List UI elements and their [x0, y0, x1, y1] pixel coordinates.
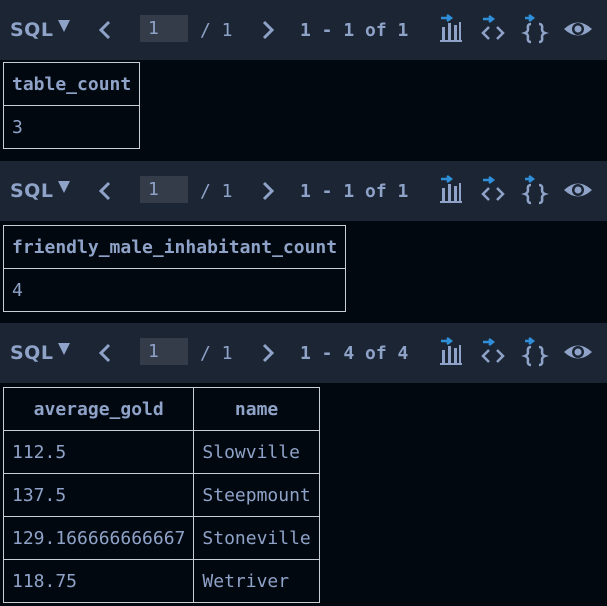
table-row: 4: [2, 268, 347, 312]
row-range-text: 1 - 1 of 1: [300, 180, 409, 202]
table-header-row: friendly_male_inhabitant_count: [2, 225, 347, 269]
table-row: 3: [2, 105, 141, 149]
page-total: / 1: [200, 180, 233, 202]
table-cell[interactable]: Steepmount: [193, 473, 320, 517]
table-cell[interactable]: Stoneville: [193, 516, 320, 560]
page-number-input[interactable]: [140, 338, 188, 365]
code-icon[interactable]: [479, 337, 507, 367]
result-toolbar-2: SQL / 1 1 - 1 of 1: [0, 161, 607, 221]
table-cell[interactable]: Wetriver: [193, 559, 320, 603]
column-header[interactable]: name: [193, 387, 320, 431]
result-toolbar-1: SQL / 1 1 - 1 of 1: [0, 0, 607, 60]
result-toolbar-3: SQL / 1 1 - 4 of 4: [0, 323, 607, 383]
json-icon[interactable]: [521, 175, 549, 205]
page-number-input[interactable]: [140, 15, 188, 42]
code-icon[interactable]: [479, 175, 507, 205]
table-header-row: average_gold name: [2, 387, 320, 431]
caret-down-icon[interactable]: [58, 181, 70, 193]
page-total: / 1: [200, 19, 233, 41]
column-header[interactable]: friendly_male_inhabitant_count: [2, 225, 347, 269]
table-row: 118.75 Wetriver: [2, 559, 320, 603]
table-header-row: table_count: [2, 62, 141, 106]
caret-down-icon[interactable]: [58, 343, 70, 355]
table-cell[interactable]: 137.5: [2, 473, 195, 517]
chevron-left-icon[interactable]: [95, 341, 115, 365]
eye-icon[interactable]: [562, 14, 594, 44]
eye-icon[interactable]: [562, 175, 594, 205]
eye-icon[interactable]: [562, 337, 594, 367]
row-range-text: 1 - 4 of 4: [300, 342, 409, 364]
code-icon[interactable]: [479, 14, 507, 44]
table-row: 137.5 Steepmount: [2, 473, 320, 517]
json-icon[interactable]: [521, 14, 549, 44]
chevron-right-icon[interactable]: [258, 18, 278, 42]
table-cell[interactable]: 3: [2, 105, 141, 149]
sql-toggle-label[interactable]: SQL: [10, 19, 54, 41]
result-table-2: friendly_male_inhabitant_count 4: [2, 225, 347, 312]
result-table-1: table_count 3: [2, 62, 141, 149]
page-total: / 1: [200, 342, 233, 364]
chart-icon[interactable]: [437, 175, 465, 205]
chevron-left-icon[interactable]: [95, 179, 115, 203]
result-table-3: average_gold name 112.5 Slowville 137.5 …: [2, 387, 320, 603]
chevron-right-icon[interactable]: [258, 341, 278, 365]
table-cell[interactable]: 118.75: [2, 559, 195, 603]
chart-icon[interactable]: [437, 337, 465, 367]
table-row: 129.166666666667 Stoneville: [2, 516, 320, 560]
json-icon[interactable]: [521, 337, 549, 367]
page-number-input[interactable]: [140, 176, 188, 203]
sql-toggle-label[interactable]: SQL: [10, 180, 54, 202]
table-cell[interactable]: 112.5: [2, 430, 195, 474]
chevron-right-icon[interactable]: [258, 179, 278, 203]
table-cell[interactable]: 4: [2, 268, 347, 312]
column-header[interactable]: table_count: [2, 62, 141, 106]
chart-icon[interactable]: [437, 14, 465, 44]
caret-down-icon[interactable]: [58, 20, 70, 32]
column-header[interactable]: average_gold: [2, 387, 195, 431]
sql-toggle-label[interactable]: SQL: [10, 342, 54, 364]
chevron-left-icon[interactable]: [95, 18, 115, 42]
table-row: 112.5 Slowville: [2, 430, 320, 474]
table-cell[interactable]: 129.166666666667: [2, 516, 195, 560]
row-range-text: 1 - 1 of 1: [300, 19, 409, 41]
table-cell[interactable]: Slowville: [193, 430, 320, 474]
